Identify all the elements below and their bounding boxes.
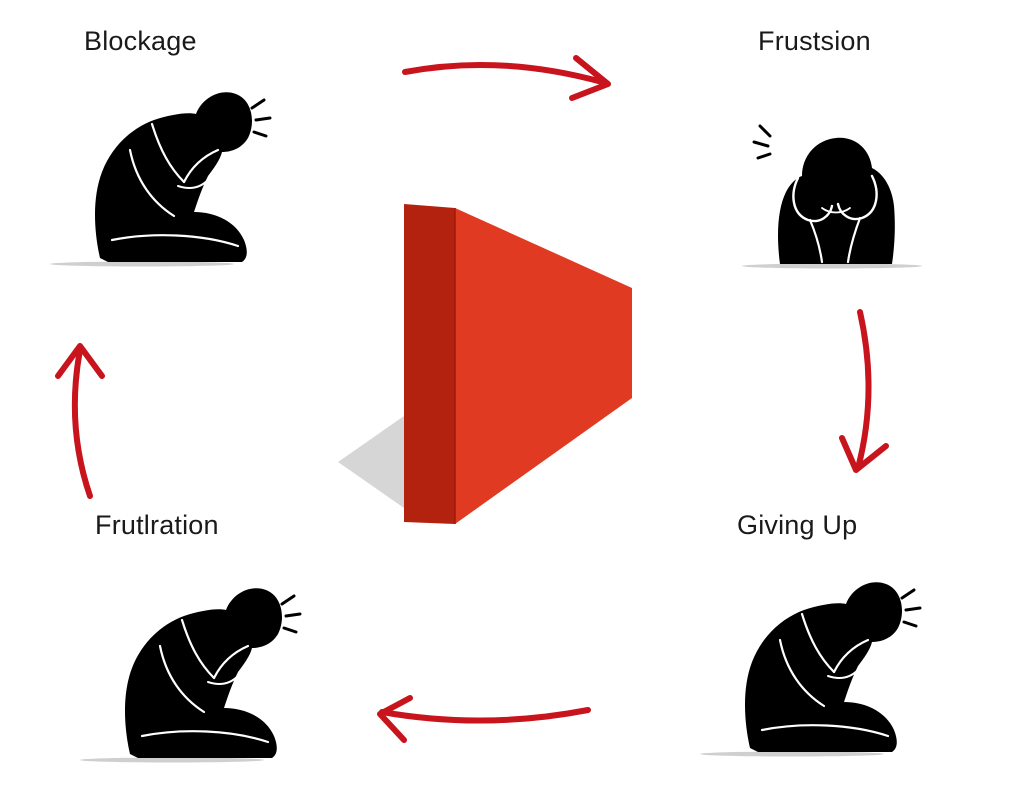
figure-top-left: [48, 90, 272, 269]
wall-front: [455, 208, 632, 524]
distressed-person-icon: [48, 90, 272, 269]
cycle-arrow-icon: [855, 309, 872, 471]
arrow-left: [55, 343, 105, 499]
red-wall-block-icon: [338, 204, 632, 524]
arrow-bottom: [377, 695, 591, 743]
arrow-top: [402, 55, 611, 101]
wall-side: [404, 204, 455, 524]
distressed-person-icon: [740, 124, 924, 270]
cycle-arrow-icon: [71, 347, 93, 499]
stage-label-blockage: Blockage: [84, 26, 197, 56]
stage-label-frustsion: Frustsion: [758, 26, 871, 56]
figure-bottom-left: [78, 586, 302, 764]
cycle-arrow-icon: [379, 707, 591, 724]
distressed-person-icon: [698, 580, 922, 758]
stage-label-frutlration: Frutlration: [95, 510, 219, 540]
figure-top-right: [740, 124, 924, 270]
wall-shadow: [338, 416, 404, 508]
figure-bottom-right: [698, 580, 922, 758]
arrow-right: [839, 309, 889, 473]
stage-label-giving-up: Giving Up: [737, 510, 858, 540]
cycle-arrow-icon: [402, 61, 605, 85]
distressed-person-icon: [78, 586, 302, 764]
